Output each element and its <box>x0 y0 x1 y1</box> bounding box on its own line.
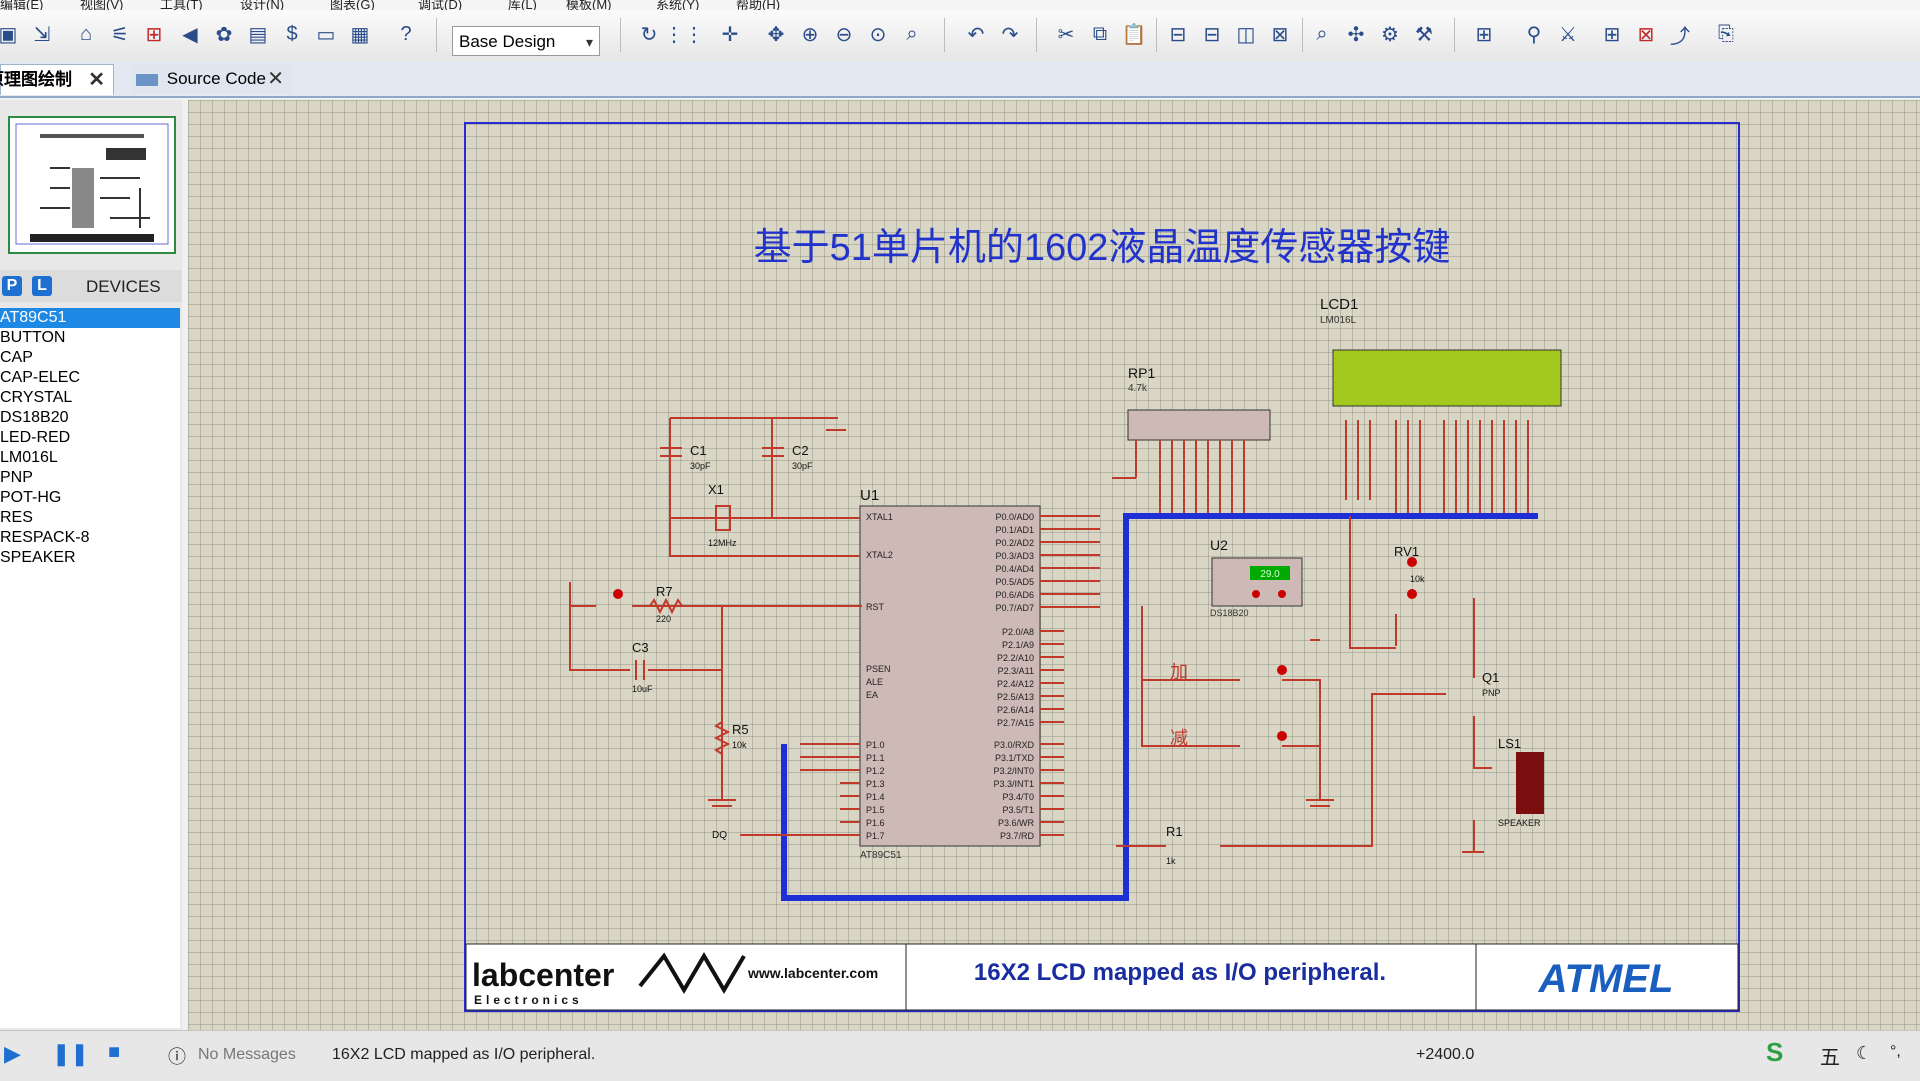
ime-mode[interactable]: 五 <box>1820 1047 1840 1069</box>
block-copy-icon[interactable]: ⊟ <box>1169 23 1187 46</box>
home-icon[interactable]: ⌂ <box>79 22 93 45</box>
gallery-icon[interactable]: ✿ <box>215 23 233 46</box>
coordinate-readout: +2400.0 <box>1416 1046 1475 1063</box>
chevron-down-icon: ▾ <box>585 34 593 50</box>
pause-icon[interactable]: ❚❚ <box>52 1041 89 1066</box>
make-device-icon[interactable]: ✣ <box>1347 23 1365 46</box>
back-icon[interactable]: ◀ <box>182 23 198 46</box>
close-icon[interactable]: ✕ <box>88 69 105 91</box>
punctuation-icon[interactable]: °, <box>1890 1043 1901 1060</box>
device-item[interactable]: CAP-ELEC <box>0 369 81 386</box>
overview-thumbnail <box>15 123 169 245</box>
property-tool-icon[interactable]: ⚔ <box>1559 23 1577 46</box>
menu-tools[interactable]: 工具(T) <box>160 0 203 10</box>
redo-icon[interactable]: ↷ <box>1001 23 1019 46</box>
zoom-in-icon[interactable]: ⊕ <box>801 23 819 46</box>
block-move-icon[interactable]: ⊟ <box>1203 23 1221 46</box>
menu-view[interactable]: 视图(V) <box>80 0 124 10</box>
bom-icon[interactable]: ▤ <box>248 23 268 46</box>
pcb-icon[interactable]: ▭ <box>316 23 336 46</box>
search-icon[interactable]: ⚲ <box>1526 23 1542 46</box>
pick-devices-button[interactable]: P <box>2 276 22 296</box>
menu-edit[interactable]: 编辑(E) <box>0 0 44 10</box>
device-item[interactable]: LED-RED <box>0 429 71 446</box>
schematic-title: 基于51单片机的1602液晶温度传感器按键 <box>753 227 1451 269</box>
grid-icon[interactable]: ⋮⋮ <box>664 23 704 46</box>
design-variant-select[interactable]: Base Design ▾ <box>452 26 600 56</box>
menu-debug[interactable]: 调试(D) <box>418 0 463 10</box>
menu-graph[interactable]: 图表(G) <box>330 0 375 10</box>
menu-bar: 编辑(E) 视图(V) 工具(T) 设计(N) 图表(G) 调试(D) 库(L)… <box>0 0 1920 10</box>
copy-icon[interactable]: ⧉ <box>1092 22 1108 45</box>
device-item[interactable]: RESPACK-8 <box>0 529 90 546</box>
pan-icon[interactable]: ✥ <box>767 23 785 46</box>
tab-source-code-label: Source Code <box>166 69 266 88</box>
tab-schematic[interactable]: 原理图绘制 ✕ <box>0 64 114 95</box>
menu-system[interactable]: 系统(Y) <box>656 0 700 10</box>
schematic-icon[interactable]: ⚟ <box>111 23 129 46</box>
menu-template[interactable]: 模板(M) <box>566 0 612 10</box>
decompose-icon[interactable]: ⚒ <box>1415 23 1433 46</box>
toolbar: ▣ ⇲ ⌂ ⚟ ⊞ ◀ ✿ ▤ $ ▭ ▦ ? Base Design ▾ ↻ … <box>0 10 1920 63</box>
ime-icon[interactable]: S <box>1766 1037 1784 1067</box>
devices-title: DEVICES <box>86 277 161 296</box>
device-item[interactable]: POT-HG <box>0 489 62 506</box>
device-item[interactable]: LM016L <box>0 449 58 466</box>
cut-icon[interactable]: ✂ <box>1057 23 1075 46</box>
paste-icon[interactable]: 📋 <box>1121 23 1147 46</box>
import-icon[interactable]: ⇲ <box>33 23 51 46</box>
origin-icon[interactable]: ✛ <box>721 23 739 46</box>
undo-icon[interactable]: ↶ <box>967 23 985 46</box>
doc-icon[interactable]: ▦ <box>350 23 370 46</box>
chip-icon[interactable]: ⊞ <box>145 23 163 46</box>
tab-source-code[interactable]: Source Code ✕ <box>132 64 292 94</box>
dollar-icon[interactable]: $ <box>286 22 298 45</box>
zoom-out-icon[interactable]: ⊖ <box>835 23 853 46</box>
exit-parent-icon[interactable]: ⤴ <box>1670 25 1690 48</box>
devices-header: P L DEVICES <box>0 270 182 302</box>
stop-icon[interactable]: ■ <box>108 1041 121 1063</box>
pick-device-icon[interactable]: ⌕ <box>1316 22 1328 45</box>
device-list: AT89C51 BUTTON CAP CAP-ELEC CRYSTAL DS18… <box>0 308 180 1028</box>
device-item[interactable]: RES <box>0 509 33 526</box>
save-icon[interactable]: ▣ <box>0 23 18 46</box>
remove-sheet-icon[interactable]: ⊠ <box>1637 23 1655 46</box>
moon-icon[interactable]: ☾ <box>1856 1043 1873 1063</box>
device-item[interactable]: SPEAKER <box>0 549 76 566</box>
tab-bar: 原理图绘制 ✕ Source Code ✕ <box>0 62 1920 98</box>
device-item[interactable]: PNP <box>0 469 33 486</box>
sheet-border <box>464 122 1740 1012</box>
tab-schematic-label: 原理图绘制 <box>0 70 72 89</box>
device-item[interactable]: CRYSTAL <box>0 389 73 406</box>
device-item[interactable]: BUTTON <box>0 329 66 346</box>
new-sheet-icon[interactable]: ⊞ <box>1603 23 1621 46</box>
zoom-area-icon[interactable]: ⌕ <box>906 22 918 45</box>
device-item[interactable]: DS18B20 <box>0 409 69 426</box>
wire-autorouter-icon[interactable]: ⊞ <box>1475 23 1493 46</box>
zoom-all-icon[interactable]: ⊙ <box>869 23 887 46</box>
block-rotate-icon[interactable]: ◫ <box>1236 23 1256 46</box>
overview-window[interactable] <box>8 116 176 254</box>
refresh-icon[interactable]: ↻ <box>640 23 658 46</box>
status-bar: ▶ ❚❚ ■ ⓘ No Messages 16X2 LCD mapped as … <box>0 1030 1920 1081</box>
left-panel: P L DEVICES AT89C51 BUTTON CAP CAP-ELEC … <box>0 100 182 1030</box>
play-icon[interactable]: ▶ <box>4 1041 21 1066</box>
messages-status[interactable]: No Messages <box>198 1046 296 1063</box>
device-item[interactable]: AT89C51 <box>0 308 180 328</box>
device-item[interactable]: CAP <box>0 349 33 366</box>
package-icon[interactable]: ⚙ <box>1381 23 1399 46</box>
code-icon <box>136 73 158 86</box>
status-hint: 16X2 LCD mapped as I/O peripheral. <box>332 1046 596 1063</box>
menu-help[interactable]: 帮助(H) <box>736 0 781 10</box>
design-variant-value: Base Design <box>459 32 556 51</box>
report-icon[interactable]: ⎘ <box>1718 22 1734 45</box>
info-icon: ⓘ <box>168 1047 186 1067</box>
block-delete-icon[interactable]: ⊠ <box>1271 23 1289 46</box>
help-icon[interactable]: ? <box>400 22 412 45</box>
menu-design[interactable]: 设计(N) <box>240 0 285 10</box>
menu-library[interactable]: 库(L) <box>508 0 537 10</box>
library-manager-button[interactable]: L <box>32 276 52 296</box>
close-icon[interactable]: ✕ <box>267 68 284 90</box>
